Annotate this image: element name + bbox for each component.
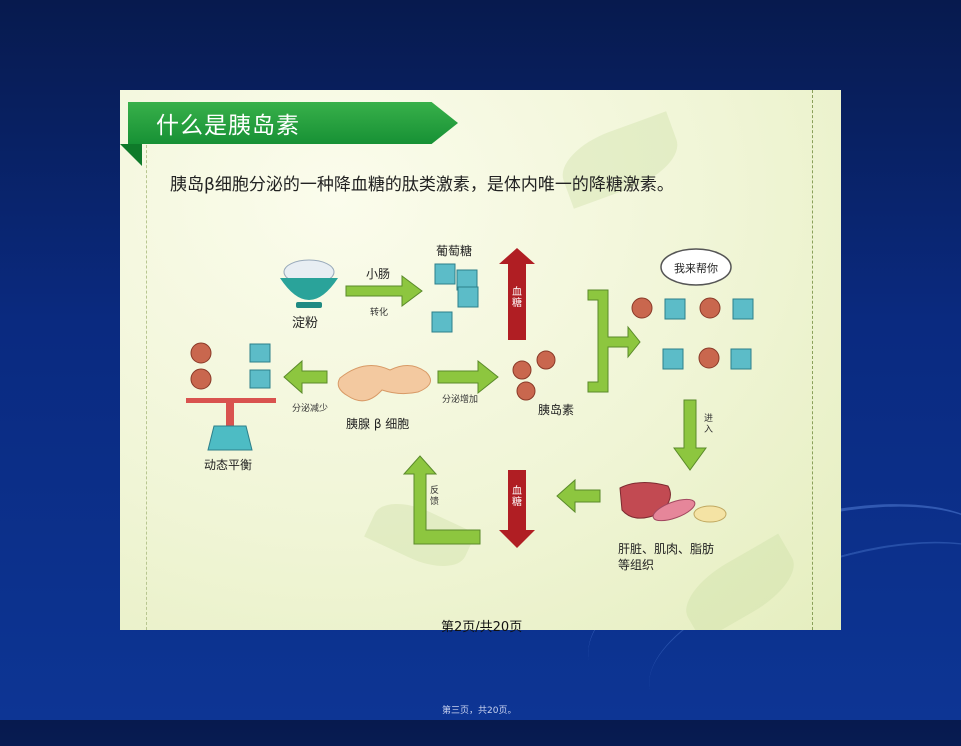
insulin-glucose-pairs-icon <box>631 297 754 370</box>
label-insulin: 胰岛素 <box>538 403 575 417</box>
insulin-diagram <box>186 248 754 548</box>
starch-bowl-icon <box>280 259 338 308</box>
arrow-left-icon <box>283 359 328 395</box>
label-blood-sugar-down: 血糖 <box>512 486 522 508</box>
label-blood-sugar-up: 血糖 <box>512 287 522 309</box>
blood-sugar-down-arrow-icon <box>499 470 535 548</box>
arrow-down-icon <box>673 399 707 471</box>
slide-border <box>812 90 813 630</box>
label-secretion-decrease: 分泌减少 <box>292 404 329 414</box>
label-enter: 进入 <box>704 414 714 435</box>
slide-border <box>146 130 147 630</box>
arrow-right-icon <box>437 359 499 395</box>
speech-bubble-icon <box>660 248 732 286</box>
balance-scale-icon <box>186 342 276 451</box>
title-banner <box>128 102 458 144</box>
page-indicator: 第2页/共20页 <box>441 620 523 635</box>
glucose-cubes-icon <box>431 263 479 333</box>
bracket-arrow-icon <box>587 289 641 393</box>
feedback-arrow-icon <box>402 455 481 545</box>
label-small-intestine: 小肠 <box>366 267 391 281</box>
label-tissues-line1: 肝脏、肌肉、脂肪 <box>618 542 715 556</box>
label-beta-cell: 胰腺 β 细胞 <box>346 417 410 431</box>
slide-description: 胰岛β细胞分泌的一种降血糖的肽类激素，是体内唯一的降糖激素。 <box>170 175 674 195</box>
slide-title: 什么是胰岛素 <box>156 113 300 139</box>
label-glucose: 葡萄糖 <box>436 244 473 258</box>
label-dynamic-balance: 动态平衡 <box>204 458 253 472</box>
label-conversion: 转化 <box>370 308 389 318</box>
bottom-page-note: 第三页，共20页。 <box>442 706 517 716</box>
label-feedback: 反馈 <box>430 486 440 507</box>
label-starch: 淀粉 <box>292 316 319 331</box>
label-secretion-increase: 分泌增加 <box>442 395 479 405</box>
pancreas-icon <box>337 365 431 402</box>
insulin-molecules-icon <box>512 350 556 401</box>
label-speech-bubble: 我来帮你 <box>674 262 718 275</box>
label-tissues-line2: 等组织 <box>618 558 655 572</box>
arrow-right-icon <box>345 275 423 307</box>
liver-muscle-fat-icon <box>619 482 727 523</box>
blood-sugar-up-arrow-icon <box>499 248 535 340</box>
slide: 什么是胰岛素 胰岛β细胞分泌的一种降血糖的肽类激素，是体内唯一的降糖激素。 <box>120 90 841 630</box>
arrow-left-icon <box>556 478 601 514</box>
